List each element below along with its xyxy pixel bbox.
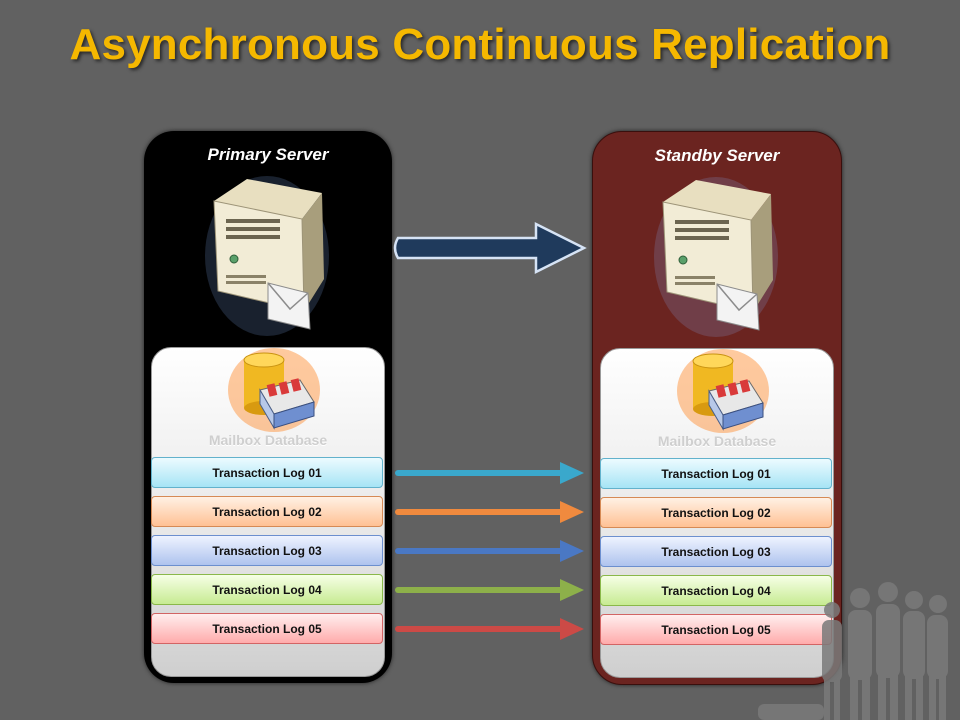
primary-transaction-log-04: Transaction Log 04 bbox=[151, 574, 383, 605]
log-arrow-01 bbox=[395, 462, 584, 484]
log-arrow-04 bbox=[395, 579, 584, 601]
primary-transaction-log-03: Transaction Log 03 bbox=[151, 535, 383, 566]
primary-server-title: Primary Server bbox=[207, 145, 329, 164]
standby-transaction-log-01: Transaction Log 01 bbox=[600, 458, 832, 489]
people-silhouette-icon bbox=[758, 582, 948, 720]
standby-transaction-log-05: Transaction Log 05 bbox=[600, 614, 832, 645]
standby-database-label: Mailbox Database bbox=[657, 433, 777, 449]
log-arrow-05 bbox=[395, 618, 584, 640]
replication-arrow-icon bbox=[393, 221, 587, 275]
standby-server-panel: Standby Server Mailbox Database Transact… bbox=[592, 131, 842, 685]
standby-server-title: Standby Server bbox=[654, 146, 780, 165]
standby-transaction-log-04: Transaction Log 04 bbox=[600, 575, 832, 606]
page-title: Asynchronous Continuous Replication bbox=[69, 20, 891, 69]
standby-transaction-log-02: Transaction Log 02 bbox=[600, 497, 832, 528]
log-arrow-02 bbox=[395, 501, 584, 523]
primary-transaction-log-05: Transaction Log 05 bbox=[151, 613, 383, 644]
primary-database-label: Mailbox Database bbox=[208, 432, 328, 448]
primary-transaction-log-01: Transaction Log 01 bbox=[151, 457, 383, 488]
primary-transaction-log-02: Transaction Log 02 bbox=[151, 496, 383, 527]
log-arrow-03 bbox=[395, 540, 584, 562]
standby-transaction-log-03: Transaction Log 03 bbox=[600, 536, 832, 567]
primary-server-panel: Primary Server Mailbox Database Transact… bbox=[144, 131, 392, 683]
